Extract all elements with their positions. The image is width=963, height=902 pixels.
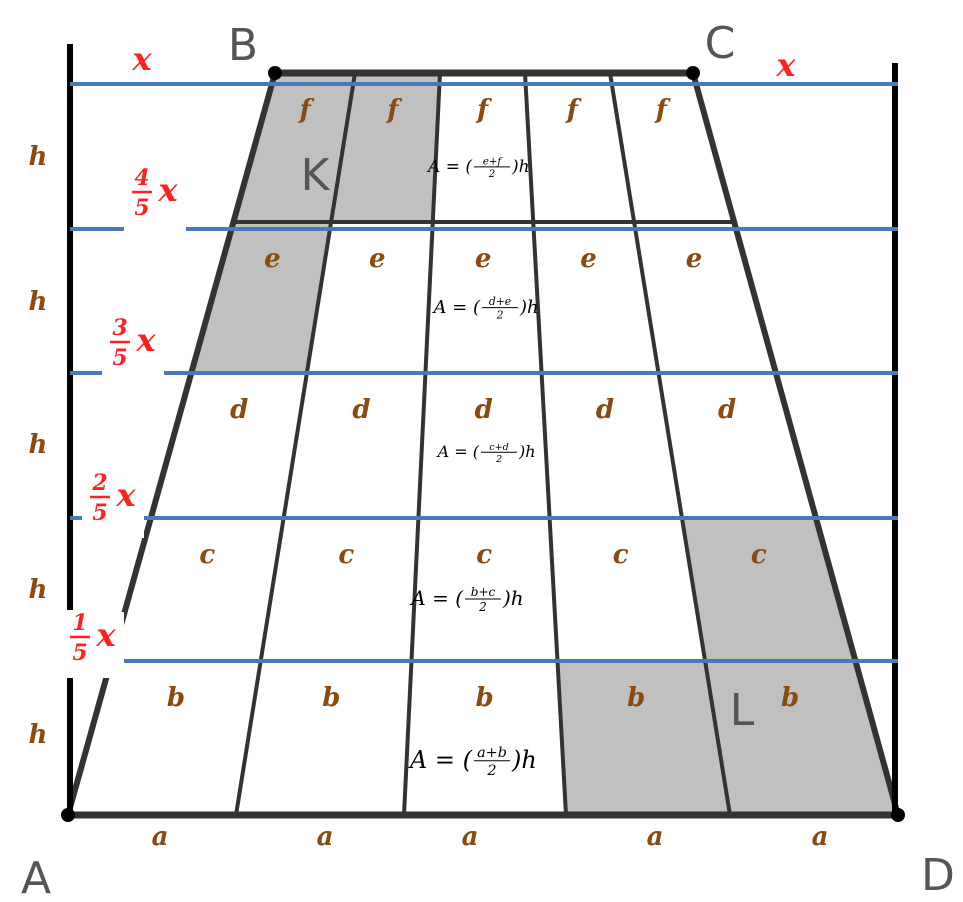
side-length-label: a	[317, 822, 334, 852]
shaded-cell	[233, 73, 355, 222]
area-formula-prefix: A = (	[431, 297, 481, 318]
area-formula-suffix: )h	[511, 157, 530, 177]
area-formula-prefix: A = (	[408, 746, 473, 774]
width-variable: x	[135, 321, 156, 359]
fraction-numerator: 4	[134, 165, 149, 191]
grid-column-line	[523, 72, 568, 816]
side-length-label: b	[476, 683, 494, 713]
area-formula-suffix: )h	[519, 297, 539, 318]
fraction-denominator: 5	[134, 195, 149, 221]
grid-column-line	[234, 72, 357, 816]
shaded-region-label-l: L	[730, 685, 755, 736]
fraction-denominator: 5	[72, 640, 87, 666]
grid-column-line	[690, 72, 901, 816]
label-background	[62, 612, 124, 678]
side-length-label: e	[264, 244, 281, 274]
area-formula-denominator: 2	[495, 454, 502, 465]
side-length-label: d	[718, 395, 736, 425]
area-formula-numerator: e+f	[483, 156, 504, 167]
area-formula-suffix: )h	[518, 442, 536, 461]
grid-column-line	[402, 72, 442, 816]
side-length-label: e	[369, 244, 386, 274]
vertex-dot	[686, 66, 700, 80]
height-label: h	[29, 720, 48, 750]
shaded-cell	[331, 73, 440, 222]
label-background	[114, 42, 176, 68]
fraction-numerator: 2	[91, 470, 107, 496]
side-length-label: d	[596, 395, 614, 425]
side-length-label: e	[475, 244, 492, 274]
fraction-numerator: 3	[112, 315, 127, 341]
height-label: h	[29, 287, 48, 317]
area-formula-prefix: A = (	[436, 442, 480, 461]
label-background	[102, 317, 164, 383]
height-label: h	[29, 575, 48, 605]
side-length-label: c	[338, 540, 354, 570]
height-label: h	[29, 142, 48, 172]
grid-column-line	[65, 72, 278, 816]
shaded-region-label-k: K	[301, 150, 331, 201]
area-formula-numerator: c+d	[489, 442, 509, 453]
vertex-label-c: C	[705, 18, 736, 69]
vertex-dot	[891, 808, 905, 822]
area-formula-numerator: d+e	[489, 295, 511, 308]
height-label: h	[29, 430, 48, 460]
side-length-label: f	[385, 95, 402, 125]
width-variable: x	[95, 616, 116, 654]
shaded-cell	[191, 222, 332, 373]
side-length-label: b	[781, 683, 799, 713]
side-length-label: a	[812, 822, 829, 852]
side-length-label: c	[199, 540, 215, 570]
fraction-denominator: 5	[92, 500, 107, 526]
side-length-label: f	[654, 95, 671, 125]
vertex-label-a: A	[21, 853, 51, 902]
label-background	[124, 167, 186, 233]
label-background	[772, 52, 800, 82]
area-formula-numerator: a+b	[477, 745, 507, 761]
area-formula-denominator: 2	[488, 169, 495, 180]
area-formula-suffix: )h	[502, 586, 524, 610]
side-length-label: d	[230, 395, 248, 425]
side-length-label: c	[476, 540, 492, 570]
side-length-label: b	[322, 683, 340, 713]
area-formula-prefix: A = (	[409, 586, 464, 610]
area-formula-numerator: b+c	[471, 585, 496, 599]
side-length-label: a	[462, 822, 479, 852]
fraction-numerator: 1	[72, 610, 87, 636]
side-length-label: d	[475, 395, 493, 425]
shaded-cell	[681, 518, 856, 661]
area-formula-denominator: 2	[478, 600, 487, 614]
shaded-cell	[557, 661, 730, 815]
area-formula-prefix: A = (	[426, 157, 472, 177]
side-length-label: b	[627, 683, 645, 713]
vertex-dot	[268, 66, 282, 80]
side-length-label: c	[613, 540, 629, 570]
vertex-label-d: D	[921, 850, 955, 901]
side-length-label: c	[751, 540, 767, 570]
side-length-label: a	[152, 822, 169, 852]
width-variable-right: x	[775, 46, 796, 84]
side-length-label: b	[167, 683, 185, 713]
area-formula-denominator: 2	[486, 763, 496, 779]
side-length-label: d	[352, 395, 370, 425]
side-length-label: e	[580, 244, 597, 274]
vertex-dot	[61, 808, 75, 822]
width-variable: x	[115, 476, 136, 514]
vertex-label-b: B	[228, 20, 258, 71]
area-formula-denominator: 2	[496, 308, 504, 321]
label-background	[82, 472, 144, 538]
side-length-label: f	[565, 95, 582, 125]
area-formula-suffix: )h	[511, 746, 537, 774]
side-length-label: a	[647, 822, 664, 852]
width-variable: x	[157, 171, 178, 209]
width-variable: x	[131, 40, 152, 78]
side-length-label: f	[475, 95, 492, 125]
side-length-label: f	[298, 95, 315, 125]
grid-column-line	[608, 72, 732, 816]
shaded-cell	[705, 661, 898, 815]
fraction-denominator: 5	[112, 345, 127, 371]
side-length-label: e	[686, 244, 703, 274]
